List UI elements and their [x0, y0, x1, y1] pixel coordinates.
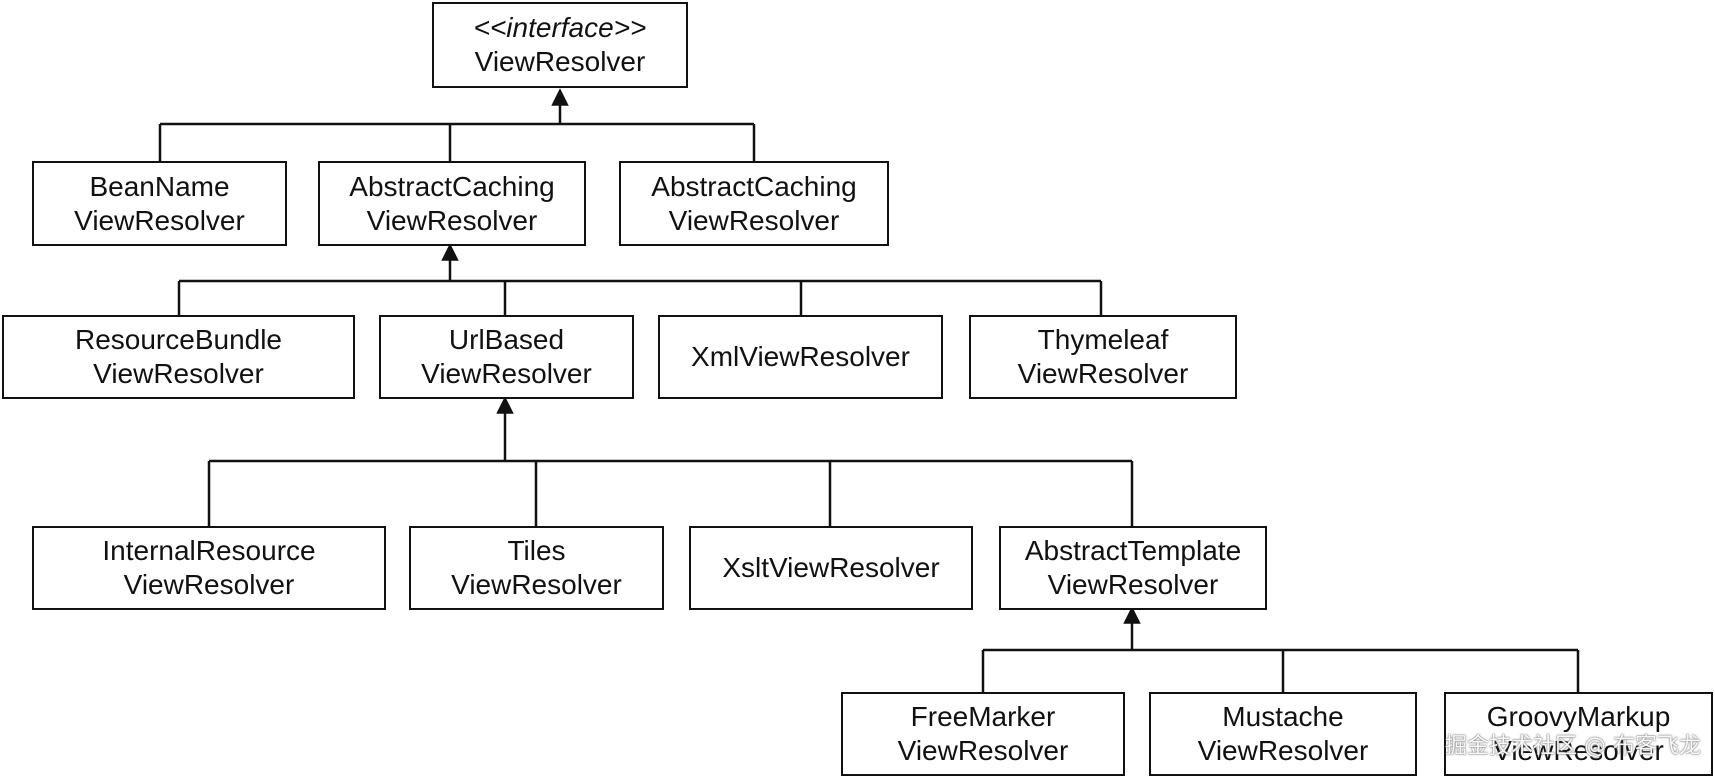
xslt-view-resolver-box: XsltViewResolver — [689, 526, 973, 610]
class-name-line-2: ViewResolver — [897, 735, 1069, 766]
class-name-line-1: UrlBased — [448, 324, 565, 355]
url-based-view-resolver-box: UrlBased ViewResolver — [379, 315, 634, 399]
connector-root-children — [158, 88, 756, 161]
class-name-line-2: ViewResolver — [1493, 735, 1664, 766]
class-name-line-1: Thymeleaf — [1037, 324, 1169, 355]
class-name-line-2: ViewResolver — [93, 358, 264, 389]
connector-abstract-caching-children — [177, 243, 1103, 315]
class-name-label: XsltViewResolver — [722, 552, 940, 583]
class-name-label: XmlViewResolver — [691, 341, 910, 372]
watermark-text: 掘金技术社区 @ 布客飞龙 — [1445, 734, 1701, 759]
class-name-line-2: ViewResolver — [1017, 358, 1189, 389]
class-name-line-2: ViewResolver — [1047, 569, 1219, 600]
tiles-view-resolver-box: Tiles ViewResolver — [409, 526, 664, 610]
mustache-view-resolver-box: Mustache ViewResolver — [1149, 692, 1417, 776]
resource-bundle-view-resolver-box: ResourceBundle ViewResolver — [2, 315, 355, 399]
class-name-line-2: ViewResolver — [421, 358, 592, 389]
abstract-template-view-resolver-box: AbstractTemplate ViewResolver — [999, 526, 1267, 610]
class-name-line-1: ResourceBundle — [74, 324, 283, 355]
groovy-markup-view-resolver-box: GroovyMarkup ViewResolver — [1444, 692, 1713, 776]
abstract-caching-view-resolver-box: AbstractCaching ViewResolver — [318, 161, 586, 246]
thymeleaf-view-resolver-box: Thymeleaf ViewResolver — [969, 315, 1237, 399]
class-name-line-1: Mustache — [1222, 701, 1344, 732]
bean-name-view-resolver-box: BeanName ViewResolver — [32, 161, 287, 246]
connector-url-based-children — [207, 396, 1134, 526]
class-name-line-2: ViewResolver — [74, 204, 245, 236]
class-name-line-2: ViewResolver — [366, 204, 538, 236]
class-name-line-2: ViewResolver — [1197, 735, 1369, 766]
class-name-line-1: AbstractCaching — [349, 170, 555, 202]
class-name-line-1: BeanName — [89, 170, 230, 202]
class-name-line-2: ViewResolver — [123, 569, 295, 600]
internal-resource-view-resolver-box: InternalResource ViewResolver — [32, 526, 386, 610]
class-name-line-1: InternalResource — [102, 535, 316, 566]
class-name-line-1: AbstractCaching — [651, 170, 857, 202]
connector-abstract-template-children — [981, 606, 1580, 692]
stereotype-label: <<interface>> — [473, 12, 647, 43]
class-name-label: ViewResolver — [474, 46, 646, 77]
class-name-line-1: GroovyMarkup — [1486, 701, 1671, 732]
freemarker-view-resolver-box: FreeMarker ViewResolver — [841, 692, 1125, 776]
xml-view-resolver-box: XmlViewResolver — [658, 315, 943, 399]
class-name-line-1: AbstractTemplate — [1024, 535, 1242, 566]
class-name-line-2: ViewResolver — [451, 569, 622, 600]
class-name-line-2: ViewResolver — [668, 204, 840, 236]
class-name-line-1: Tiles — [507, 535, 566, 566]
class-name-line-1: FreeMarker — [910, 701, 1056, 732]
view-resolver-interface-box: <<interface>> ViewResolver — [432, 2, 688, 88]
abstract-caching-view-resolver-box-2: AbstractCaching ViewResolver — [619, 161, 889, 246]
